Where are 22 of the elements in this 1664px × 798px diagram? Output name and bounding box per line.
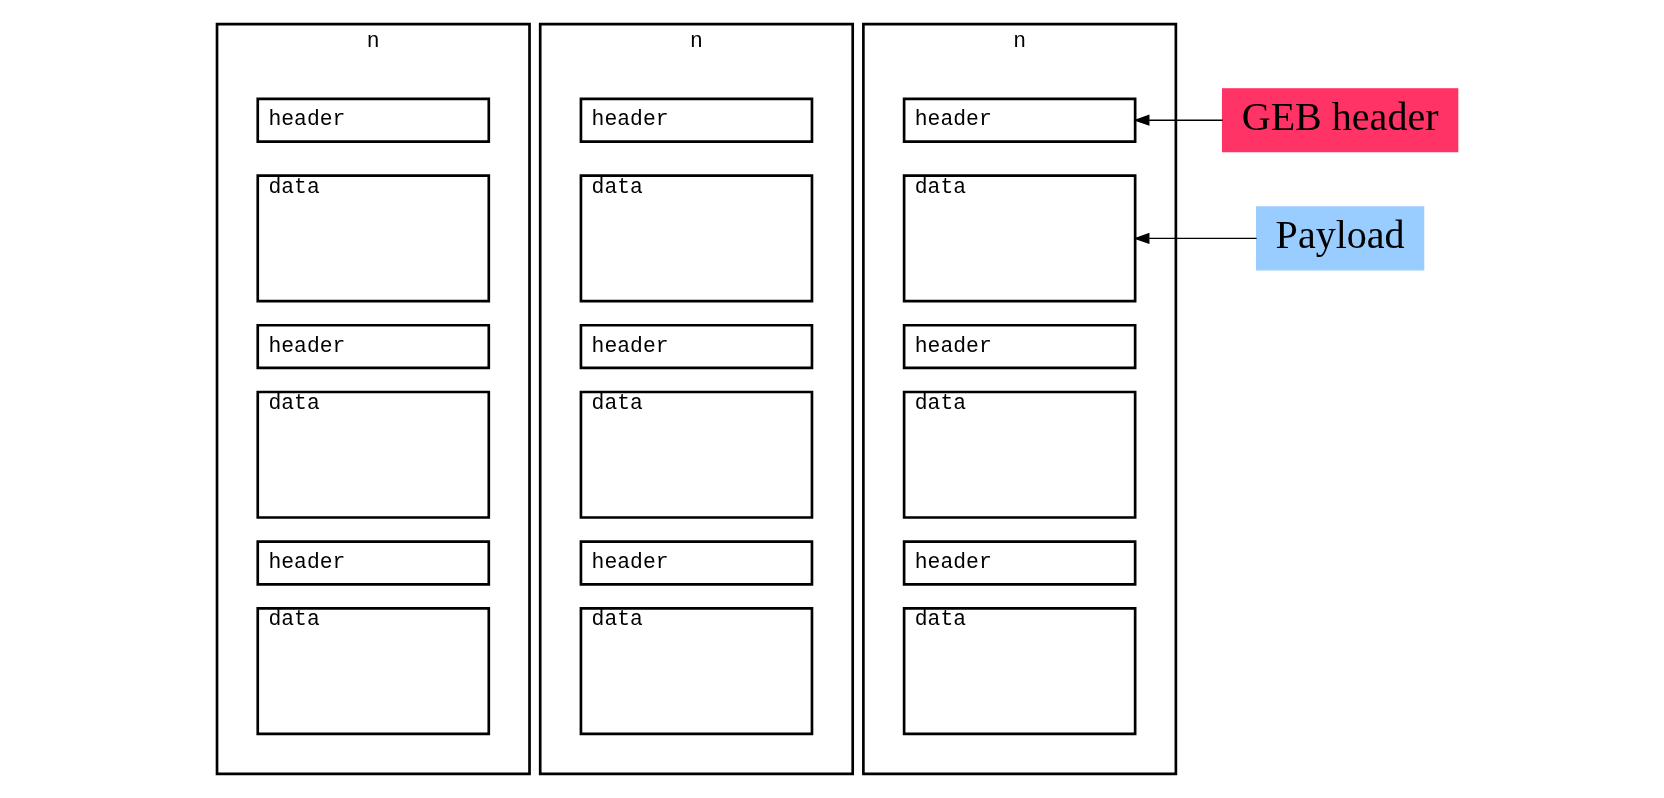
node-box: header <box>579 323 814 370</box>
node-box: header <box>256 540 491 586</box>
arrow <box>1133 114 1224 126</box>
node-box: data <box>579 607 814 736</box>
node-box: GEB header <box>1221 88 1459 153</box>
node-box: data <box>579 174 814 303</box>
node-box: Payload <box>1256 206 1425 271</box>
node-box: header <box>256 97 491 143</box>
node-box: data <box>902 390 1137 519</box>
node-box: header <box>902 323 1137 370</box>
node-box: header <box>256 323 491 370</box>
arrow <box>1133 232 1258 245</box>
node-box: header <box>902 97 1137 143</box>
node-box: header <box>579 540 814 586</box>
node-box: data <box>579 390 814 519</box>
node-box: data <box>902 607 1137 736</box>
node-box: data <box>256 390 491 519</box>
node-box: header <box>579 97 814 143</box>
node-box: data <box>256 607 491 736</box>
node-box: header <box>902 540 1137 586</box>
node-box: data <box>902 174 1137 303</box>
node-box: data <box>256 174 491 303</box>
